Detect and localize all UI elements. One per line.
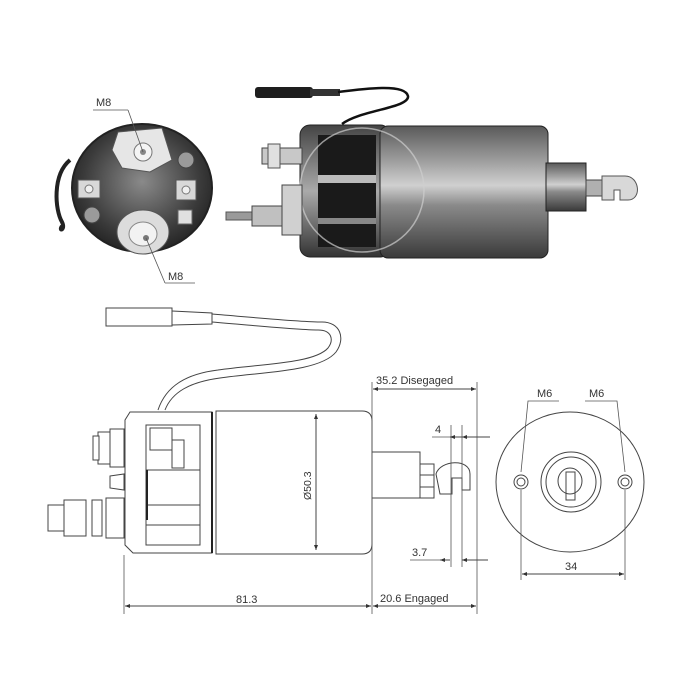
dim-engaged: 20.6 Engaged (380, 593, 449, 605)
callout-m6-left: M6 (520, 388, 559, 473)
label-m8-top: M8 (96, 97, 111, 109)
dim-diameter: Ø50.3 (302, 471, 314, 500)
dim-disengaged: 35.2 Disegaged (376, 375, 453, 387)
dim-hook-width: 4 (435, 424, 441, 436)
callout-m6-right: M6 (585, 388, 626, 473)
label-m6-left: M6 (537, 388, 552, 400)
drawing-end-view: M6 M6 34 (495, 388, 645, 580)
label-m6-right: M6 (589, 388, 604, 400)
callout-m8-bottom: M8 (145, 237, 195, 284)
photo-end-view: M8 M8 (54, 97, 213, 284)
dim-body-length: 81.3 (236, 594, 257, 606)
photo-side-view (225, 86, 638, 259)
dim-bolt-spacing: 34 (565, 561, 577, 573)
drawing-side-view: Ø50.3 81.3 20.6 Engaged 35.2 Disegaged 4… (47, 307, 490, 614)
label-m8-bottom: M8 (168, 271, 183, 283)
callout-m8-top: M8 (93, 97, 144, 153)
dim-hook-gap: 3.7 (412, 547, 427, 559)
